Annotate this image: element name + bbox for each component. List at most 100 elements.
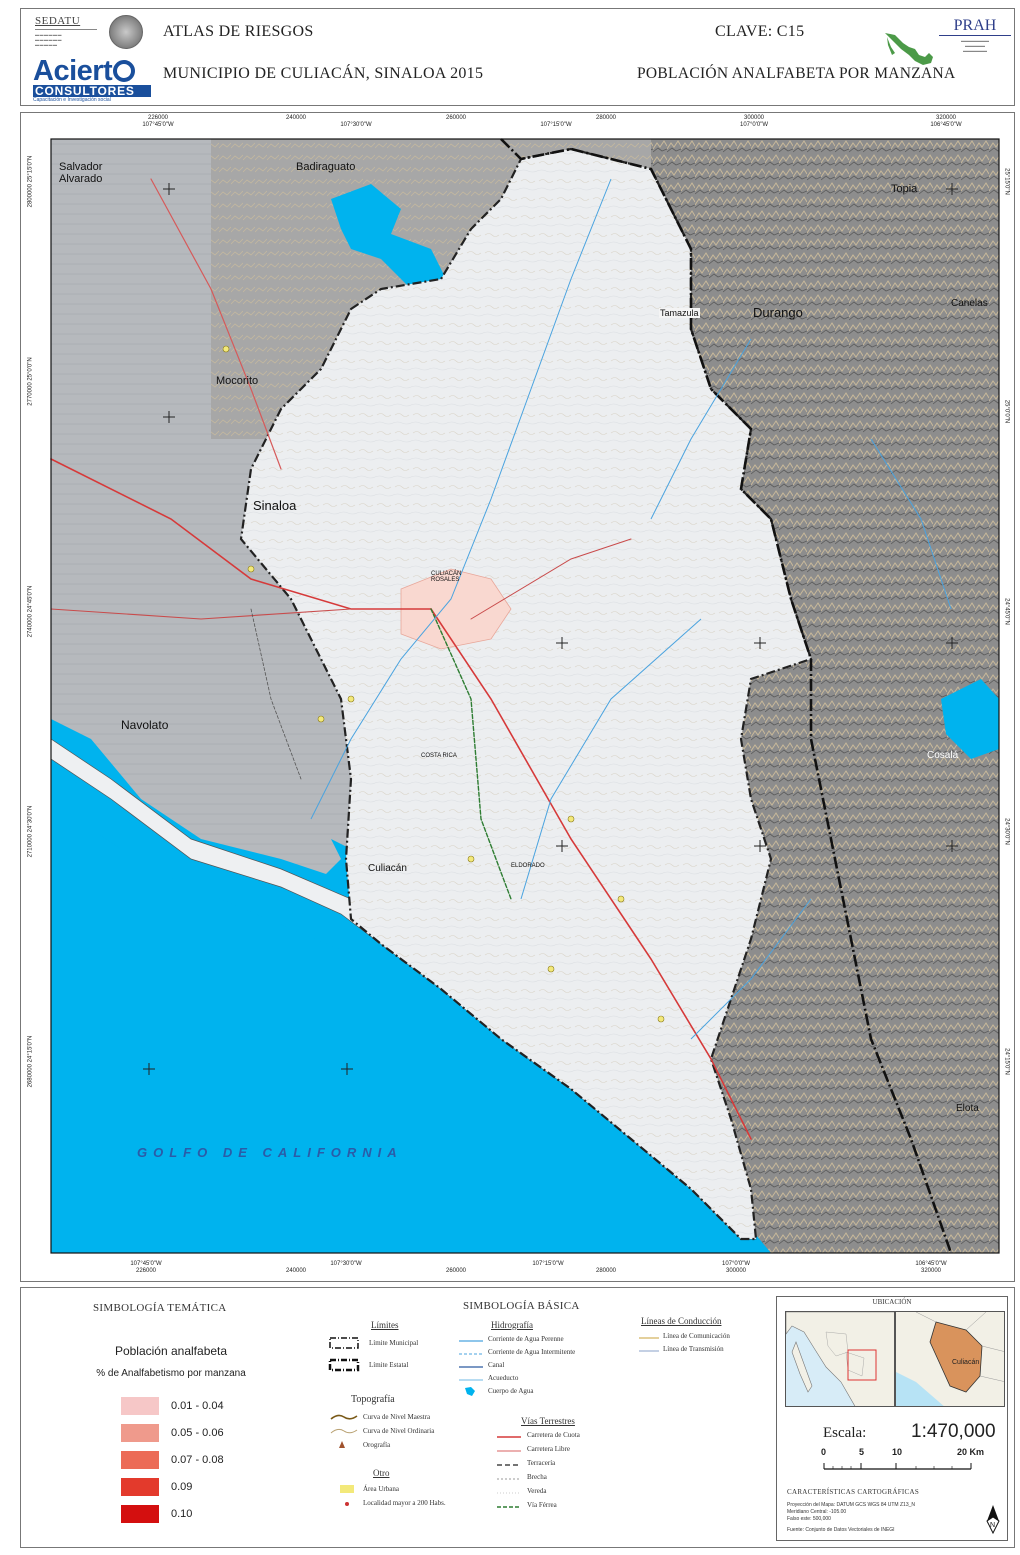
right-axis-label: 25°15'0"N bbox=[1003, 168, 1010, 195]
state-limit-symbol bbox=[328, 1358, 360, 1372]
orography-label: Orografía bbox=[363, 1441, 391, 1449]
limit-municipal-label: Límite Municipal bbox=[369, 1339, 419, 1347]
urban-area-label: Área Urbana bbox=[363, 1485, 399, 1493]
hydro-title: Hidrografía bbox=[491, 1320, 533, 1330]
right-axis-label: 25°0'0"N bbox=[1003, 399, 1010, 424]
dirt-road bbox=[250, 608, 302, 780]
contour-ordinary-label: Curva de Nivel Ordinaria bbox=[363, 1427, 435, 1435]
contour-master-symbol bbox=[330, 1414, 358, 1420]
map-header: SEDATU ▬▬▬▬▬▬▬▬▬▬▬▬▬▬▬▬▬ Aciert CONSULTO… bbox=[20, 8, 1015, 106]
road-toll-north bbox=[50, 458, 432, 610]
river-san-lorenzo bbox=[520, 618, 702, 900]
scale-label: Escala: bbox=[823, 1425, 867, 1441]
river-tamazula bbox=[310, 178, 612, 820]
right-axis-label: 24°15'0"N bbox=[1003, 1048, 1010, 1075]
class-label: 0.01 - 0.04 bbox=[171, 1400, 224, 1412]
road-sanalona bbox=[470, 538, 632, 620]
location-title: UBICACIÓN bbox=[872, 1298, 912, 1306]
orography-symbol bbox=[339, 1441, 345, 1448]
bottom-axis-label: 280000 bbox=[595, 1268, 617, 1274]
map-canvas[interactable] bbox=[21, 113, 1016, 1283]
basic-header: SIMBOLOGÍA BÁSICA bbox=[463, 1300, 580, 1312]
river-elota bbox=[690, 898, 812, 1040]
acierto-logo: Aciert CONSULTORES Capacitación e Invest… bbox=[33, 57, 163, 103]
class-label: 0.07 - 0.08 bbox=[171, 1454, 224, 1466]
toll-road-label: Carretera de Cuota bbox=[527, 1431, 580, 1439]
map-topic-title: POBLACIÓN ANALFABETA POR MANZANA bbox=[637, 65, 956, 82]
railway-label: Vía Férrea bbox=[527, 1501, 557, 1509]
gap-road-symbol bbox=[497, 1478, 521, 1480]
map-key: CLAVE: C15 bbox=[715, 23, 805, 40]
bottom-axis-label: 107°30'0"W bbox=[330, 1261, 362, 1267]
aqueduct-symbol bbox=[459, 1379, 483, 1381]
scale-value: 1:470,000 bbox=[911, 1421, 996, 1442]
communication-line-symbol bbox=[639, 1337, 659, 1339]
dirt-road-symbol bbox=[497, 1464, 521, 1466]
location-box: UBICACIÓN Culiacán Escala: 1:470,000 0 5… bbox=[776, 1296, 1008, 1541]
bottom-axis-label: 240000 bbox=[285, 1268, 307, 1274]
locality-label: Localidad mayor a 200 Habs. bbox=[363, 1499, 446, 1507]
legend-panel: SIMBOLOGÍA TEMÁTICA Población analfabeta… bbox=[20, 1287, 1015, 1548]
thematic-header: SIMBOLOGÍA TEMÁTICA bbox=[93, 1302, 227, 1314]
place-sinaloa: Sinaloa bbox=[253, 498, 297, 513]
class-swatch bbox=[121, 1451, 159, 1469]
inset-label: Culiacán bbox=[952, 1359, 979, 1366]
inset-mexico-map bbox=[785, 1311, 895, 1407]
contour-ordinary-symbol bbox=[330, 1428, 358, 1434]
north-arrow-icon: N bbox=[986, 1505, 1000, 1535]
locality-symbol bbox=[345, 1502, 349, 1506]
urban-area-culiacan bbox=[400, 568, 512, 650]
river-east bbox=[870, 438, 952, 610]
road-navolato bbox=[50, 608, 352, 620]
scale-bar-tick: 0 bbox=[821, 1447, 827, 1457]
inset-mexico-svg bbox=[786, 1312, 894, 1406]
trail-symbol bbox=[497, 1492, 521, 1494]
municipality-title: MUNICIPIO DE CULIACÁN, SINALOA 2015 bbox=[163, 65, 484, 82]
class-swatch bbox=[121, 1424, 159, 1442]
class-swatch bbox=[121, 1478, 159, 1496]
place-salvador-alvarado: Salvador Alvarado bbox=[59, 161, 103, 185]
place-culiacan-rosales: CULIACÁN ROSALES bbox=[431, 571, 462, 583]
communication-line-label: Línea de Comunicación bbox=[663, 1332, 730, 1340]
place-eldorado: ELDORADO bbox=[511, 863, 545, 869]
top-axis-label: 280000 bbox=[595, 115, 617, 121]
bottom-axis-label: 107°15'0"W bbox=[532, 1261, 564, 1267]
left-axis-label: 2770000 25°0'0"N bbox=[27, 357, 34, 406]
place-elota: Elota bbox=[956, 1103, 979, 1114]
road-toll-south bbox=[430, 608, 752, 1140]
limit-state-label: Límite Estatal bbox=[369, 1361, 409, 1369]
prah-wordmark: PRAH bbox=[939, 17, 1011, 36]
place-culiacan: Culiacán bbox=[368, 863, 407, 874]
municipal-limit-symbol bbox=[329, 1337, 359, 1349]
river-humaya bbox=[650, 338, 752, 520]
left-axis-label: 2710000 24°30'0"N bbox=[27, 805, 34, 858]
cartographic-title: CARACTERÍSTICAS CARTOGRÁFICAS bbox=[787, 1488, 920, 1496]
place-durango: Durango bbox=[753, 305, 803, 320]
other-title: Otro bbox=[373, 1468, 390, 1478]
place-mocorito: Mocorito bbox=[216, 375, 259, 387]
dirt-road-label: Terracería bbox=[527, 1459, 556, 1467]
graticule-crosses bbox=[143, 183, 958, 1075]
sedatu-logo: SEDATU ▬▬▬▬▬▬▬▬▬▬▬▬▬▬▬▬▬ bbox=[35, 15, 97, 47]
contour-master-label: Curva de Nivel Maestra bbox=[363, 1413, 431, 1421]
brand-main: Aciert bbox=[33, 55, 113, 87]
class-label: 0.10 bbox=[171, 1508, 193, 1520]
top-axis-label: 260000 bbox=[445, 115, 467, 121]
place-costa-rica: COSTA RICA bbox=[421, 753, 457, 759]
intermittent-stream-symbol bbox=[459, 1353, 483, 1355]
toll-road-symbol bbox=[497, 1436, 521, 1438]
place-tamazula: Tamazula bbox=[659, 308, 700, 318]
culiacan-municipio[interactable] bbox=[239, 147, 813, 1241]
roads-title: Vías Terrestres bbox=[521, 1416, 575, 1426]
top-axis-label: 107°15'0"W bbox=[540, 122, 572, 128]
place-canelas: Canelas bbox=[951, 298, 988, 309]
free-road-label: Carretera Libre bbox=[527, 1445, 570, 1453]
limits-title: Límites bbox=[371, 1320, 399, 1330]
class-label: 0.09 bbox=[171, 1481, 193, 1493]
urban-area-symbol bbox=[340, 1485, 354, 1493]
class-swatch bbox=[121, 1397, 159, 1415]
free-road-symbol bbox=[497, 1450, 521, 1452]
canal-label: Canal bbox=[488, 1361, 505, 1369]
